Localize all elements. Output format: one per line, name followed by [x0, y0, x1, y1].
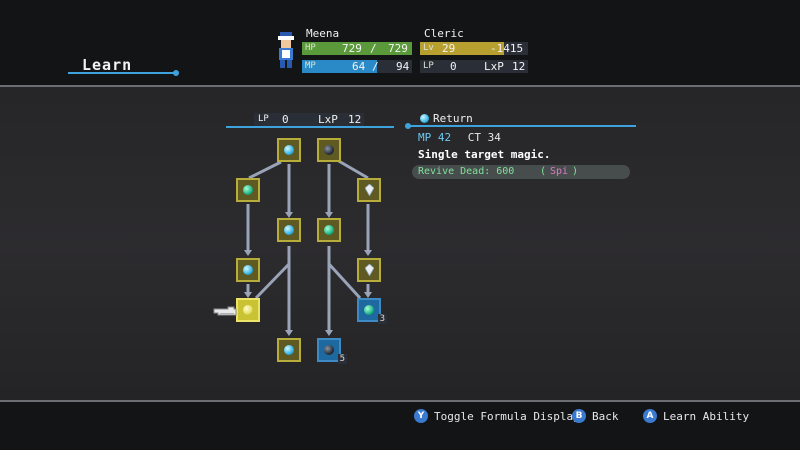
- ability-cost: MP 42 CT 34: [418, 131, 501, 144]
- character-name: Meena: [306, 27, 340, 40]
- hp-bar: HP 729 / 729: [302, 42, 412, 55]
- skill-node[interactable]: [236, 178, 260, 202]
- yellow-orb-icon: [243, 305, 253, 315]
- lxp-value: 12: [512, 60, 526, 73]
- skill-node[interactable]: [357, 258, 381, 282]
- green-orb-icon: [243, 185, 253, 195]
- skill-node[interactable]: [317, 138, 341, 162]
- lp-row: LP 0 LxP 12: [420, 60, 528, 73]
- mp-bar: MP 64 / 94: [302, 60, 412, 73]
- prompt-label: Learn Ability: [663, 409, 750, 423]
- node-counter: 5: [337, 354, 347, 364]
- lp-label: LP: [423, 61, 434, 71]
- cyan-orb-icon: [284, 345, 294, 355]
- lp-value: 0: [450, 60, 457, 73]
- mp-max: 94: [396, 60, 410, 73]
- tree-lp-label: LP: [258, 114, 269, 124]
- crystal-icon: [365, 264, 374, 276]
- dark-orb-icon: [324, 345, 334, 355]
- b-button-icon: B: [572, 409, 586, 423]
- tree-lxp-value: 12: [348, 113, 362, 126]
- ability-name: Return: [433, 112, 473, 125]
- skill-node[interactable]: [236, 258, 260, 282]
- level-fill: [420, 42, 505, 55]
- ability-header-line: [405, 123, 636, 129]
- green-orb-icon: [364, 305, 374, 315]
- exp-to-next: -1415: [490, 42, 524, 55]
- mp-current: 64: [352, 60, 366, 73]
- dark-orb-icon: [324, 145, 334, 155]
- skill-node[interactable]: [277, 218, 301, 242]
- crystal-icon: [365, 184, 374, 196]
- ability-ct-value: 34: [487, 131, 501, 144]
- hp-separator: /: [370, 42, 377, 55]
- hp-current: 729: [342, 42, 362, 55]
- a-button-icon: A: [643, 409, 657, 423]
- skill-node[interactable]: 3: [357, 298, 387, 324]
- ability-mp-label: MP: [418, 131, 432, 144]
- prompt-label: Back: [592, 409, 619, 423]
- level-bar: Lv 29 -1415: [420, 42, 528, 55]
- ability-description: Single target magic.: [418, 148, 551, 161]
- ability-title: Return: [420, 112, 473, 125]
- formula-close: ): [572, 166, 579, 177]
- pointing-hand-cursor-icon: [213, 306, 237, 316]
- cyan-orb-icon: [284, 145, 294, 155]
- level-value: 29: [442, 42, 456, 55]
- cyan-orb-icon: [243, 265, 253, 275]
- mp-label: MP: [305, 61, 316, 71]
- footer-band: [0, 402, 800, 450]
- tree-lp-panel: LP 0 LxP 12: [254, 113, 364, 126]
- mp-fill: [302, 60, 377, 73]
- tree-lp-value: 0: [282, 113, 289, 126]
- character-sprite: [278, 32, 294, 68]
- tree-lxp-label: LxP: [318, 113, 338, 126]
- screen-title: Learn: [82, 56, 133, 74]
- prompt-label: Toggle Formula Display: [434, 409, 580, 423]
- character-class: Cleric: [424, 27, 464, 40]
- title-underline: [68, 70, 179, 76]
- prompt-learn-ability[interactable]: A Learn Ability: [643, 409, 749, 423]
- lxp-label: LxP: [484, 60, 504, 73]
- formula-stat: Spi: [550, 166, 569, 177]
- tree-header-line: [226, 126, 394, 128]
- skill-node[interactable]: [357, 178, 381, 202]
- mp-separator: /: [372, 60, 379, 73]
- y-button-icon: Y: [414, 409, 428, 423]
- formula-open: (: [540, 166, 547, 177]
- hp-label: HP: [305, 43, 316, 53]
- level-label: Lv: [423, 43, 434, 53]
- skill-node[interactable]: [277, 138, 301, 162]
- magic-orb-icon: [420, 114, 429, 123]
- hp-max: 729: [388, 42, 408, 55]
- node-counter: 3: [377, 314, 387, 324]
- ability-mp-value: 42: [437, 131, 452, 144]
- skill-node[interactable]: 5: [317, 338, 347, 364]
- footer-divider: [0, 400, 800, 402]
- cyan-orb-icon: [284, 225, 294, 235]
- ability-ct-label: CT: [467, 131, 481, 144]
- formula-main: Revive Dead: 600: [418, 166, 515, 177]
- prompt-toggle-formula[interactable]: Y Toggle Formula Display: [414, 409, 580, 423]
- skill-node-selected[interactable]: [236, 298, 260, 322]
- green-orb-icon: [324, 225, 334, 235]
- main-area: [0, 87, 800, 400]
- prompt-back[interactable]: B Back: [572, 409, 619, 423]
- skill-node[interactable]: [317, 218, 341, 242]
- header-divider: [0, 85, 800, 87]
- ability-formula: Revive Dead: 600 ( Spi ): [412, 165, 630, 179]
- hp-fill: [302, 42, 412, 55]
- skill-node[interactable]: [277, 338, 301, 362]
